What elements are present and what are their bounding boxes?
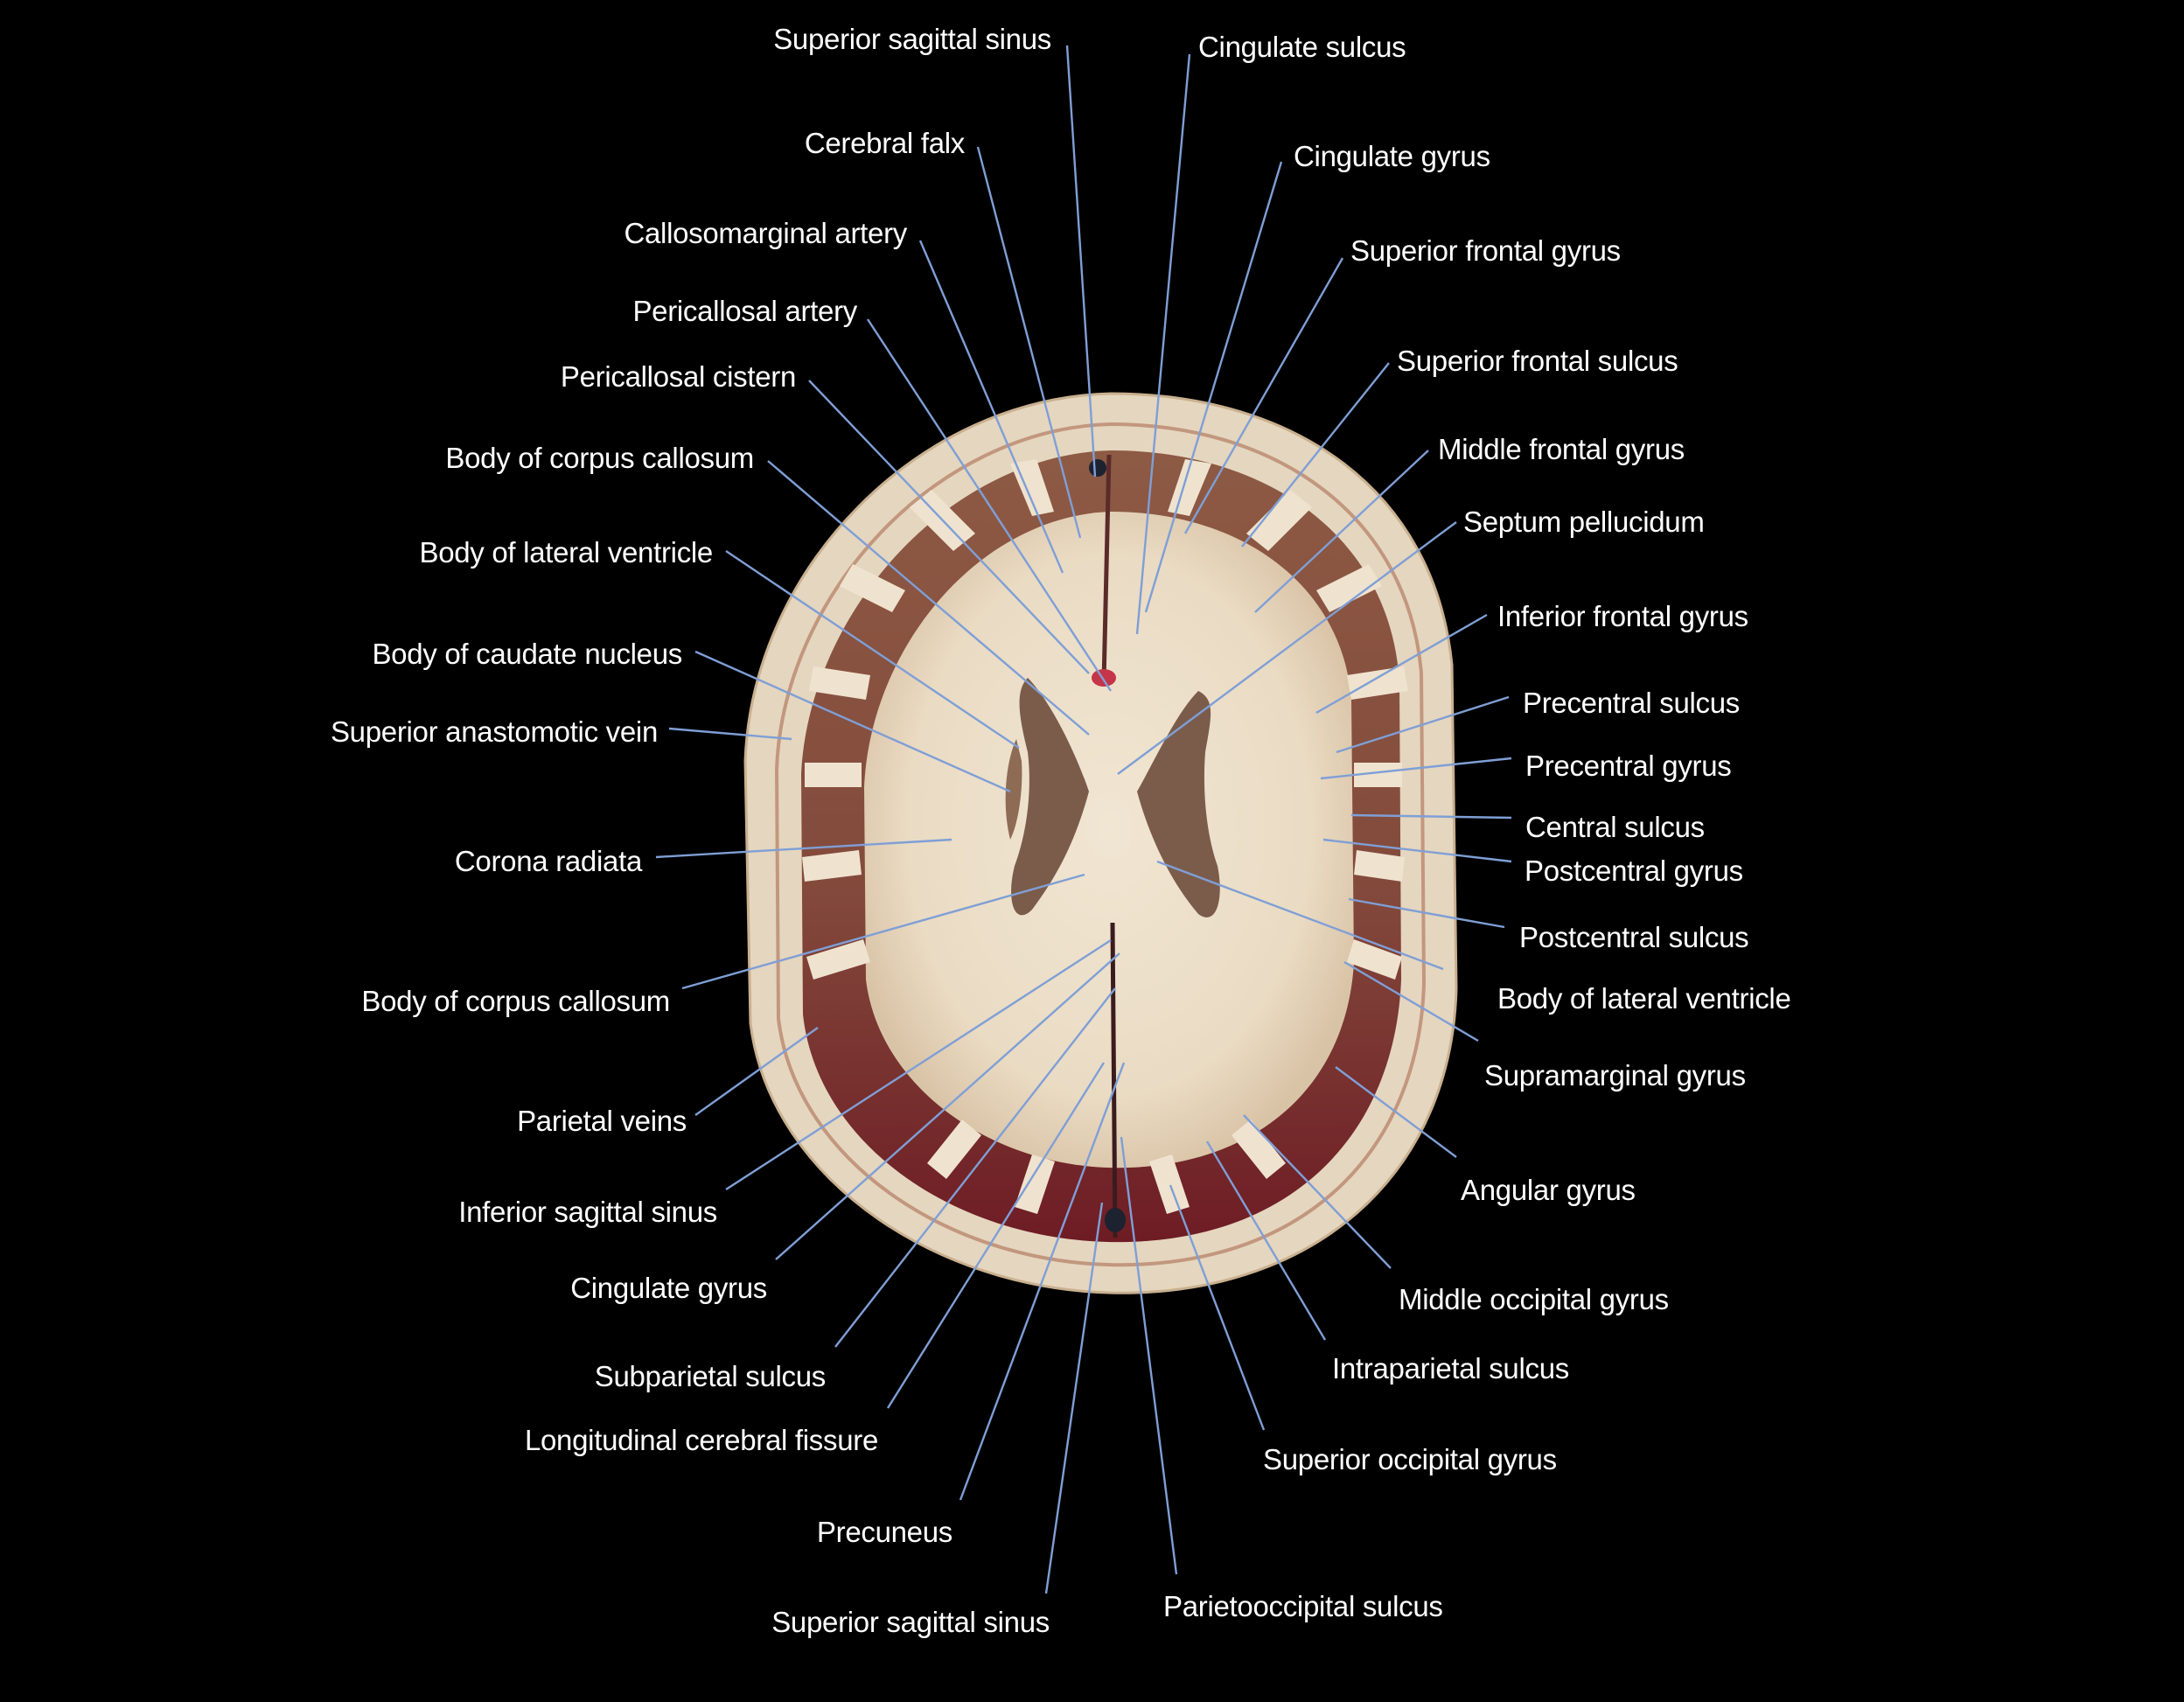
- label-superior-sagittal-sinus-top: Superior sagittal sinus: [773, 23, 1051, 55]
- leader-line: [1343, 960, 1479, 1043]
- leader-line: [886, 1062, 1106, 1409]
- leader-line: [668, 727, 792, 741]
- leader-line: [1335, 1066, 1457, 1158]
- leader-line: [1315, 613, 1488, 715]
- leader-line: [1135, 53, 1191, 635]
- leader-line: [976, 146, 1082, 539]
- leader-line: [1169, 1184, 1266, 1431]
- label-inferior-frontal-gyrus: Inferior frontal gyrus: [1497, 600, 1748, 632]
- leader-line: [767, 460, 1090, 736]
- leader-line: [1183, 257, 1344, 534]
- lateral-ventricles: [1005, 678, 1220, 917]
- label-cingulate-sulcus: Cingulate sulcus: [1198, 31, 1406, 63]
- label-central-sulcus: Central sulcus: [1525, 811, 1705, 843]
- label-parietal-veins: Parietal veins: [517, 1105, 687, 1137]
- label-subparietal-sulcus: Subparietal sulcus: [594, 1360, 827, 1392]
- leader-line: [1320, 757, 1512, 780]
- label-superior-anastomotic-vein: Superior anastomotic vein: [330, 715, 658, 748]
- label-superior-sagittal-sinus-bottom: Superior sagittal sinus: [771, 1606, 1050, 1638]
- leader-line: [1241, 362, 1390, 548]
- leader-line: [1322, 838, 1512, 863]
- leader-line: [681, 873, 1085, 990]
- label-body-of-lateral-ventricle-left: Body of lateral ventricle: [419, 536, 713, 568]
- leader-line: [1044, 1202, 1104, 1594]
- leader-line: [694, 650, 1011, 793]
- label-inferior-sagittal-sinus: Inferior sagittal sinus: [458, 1196, 717, 1228]
- label-pericallosal-artery: Pericallosal artery: [632, 295, 857, 327]
- leader-line: [834, 987, 1116, 1348]
- label-cingulate-gyrus-posterior: Cingulate gyrus: [570, 1272, 767, 1304]
- cerebral-cortex: [801, 450, 1408, 1243]
- leader-line: [1205, 1140, 1327, 1341]
- leader-lines: [655, 45, 1512, 1594]
- leader-line: [1117, 521, 1457, 775]
- label-callosomarginal-artery: Callosomarginal artery: [624, 217, 907, 249]
- label-body-of-caudate-nucleus: Body of caudate nucleus: [372, 638, 682, 670]
- label-postcentral-gyrus: Postcentral gyrus: [1525, 854, 1743, 887]
- label-intraparietal-sulcus: Intraparietal sulcus: [1332, 1352, 1569, 1385]
- label-longitudinal-cerebral-fissure: Longitudinal cerebral fissure: [524, 1424, 878, 1456]
- label-middle-frontal-gyrus: Middle frontal gyrus: [1438, 433, 1685, 465]
- label-parietooccipital-sulcus: Parietooccipital sulcus: [1163, 1590, 1443, 1622]
- label-pericallosal-cistern: Pericallosal cistern: [560, 360, 796, 393]
- label-superior-occipital-gyrus: Superior occipital gyrus: [1263, 1443, 1557, 1475]
- label-corona-radiata: Corona radiata: [454, 845, 642, 877]
- leader-line: [1336, 695, 1510, 754]
- label-postcentral-sulcus: Postcentral sulcus: [1519, 921, 1749, 953]
- label-middle-occipital-gyrus: Middle occipital gyrus: [1399, 1283, 1669, 1315]
- leader-line: [1348, 897, 1505, 929]
- label-cerebral-falx: Cerebral falx: [804, 127, 965, 159]
- leader-line: [1254, 450, 1429, 613]
- leader-line: [959, 1062, 1126, 1501]
- label-superior-frontal-sulcus: Superior frontal sulcus: [1397, 345, 1678, 377]
- label-superior-frontal-gyrus: Superior frontal gyrus: [1350, 234, 1621, 267]
- leader-line: [725, 938, 1112, 1191]
- leader-line: [694, 1027, 819, 1116]
- label-precuneus: Precuneus: [816, 1516, 952, 1548]
- leader-line: [1243, 1114, 1392, 1269]
- leader-line: [866, 318, 1113, 692]
- leader-line: [655, 838, 952, 859]
- leader-line: [1144, 161, 1283, 613]
- label-cingulate-gyrus-anterior: Cingulate gyrus: [1294, 140, 1490, 172]
- leader-line: [725, 550, 1020, 749]
- leader-line: [1120, 1136, 1178, 1575]
- leader-line: [918, 240, 1064, 574]
- leader-line: [1350, 813, 1512, 820]
- label-angular-gyrus: Angular gyrus: [1461, 1174, 1636, 1206]
- label-body-of-corpus-callosum-lower: Body of corpus callosum: [361, 985, 670, 1017]
- label-septum-pellucidum: Septum pellucidum: [1463, 506, 1705, 538]
- label-body-of-lateral-ventricle-right: Body of lateral ventricle: [1497, 982, 1791, 1015]
- label-precentral-gyrus: Precentral gyrus: [1525, 750, 1732, 782]
- leader-line: [1156, 860, 1444, 971]
- leader-line: [1065, 45, 1097, 478]
- label-supramarginal-gyrus: Supramarginal gyrus: [1484, 1059, 1746, 1092]
- leader-line: [808, 380, 1090, 674]
- label-precentral-sulcus: Precentral sulcus: [1523, 687, 1741, 719]
- label-body-of-corpus-callosum-upper: Body of corpus callosum: [445, 442, 754, 474]
- leader-line: [775, 952, 1120, 1260]
